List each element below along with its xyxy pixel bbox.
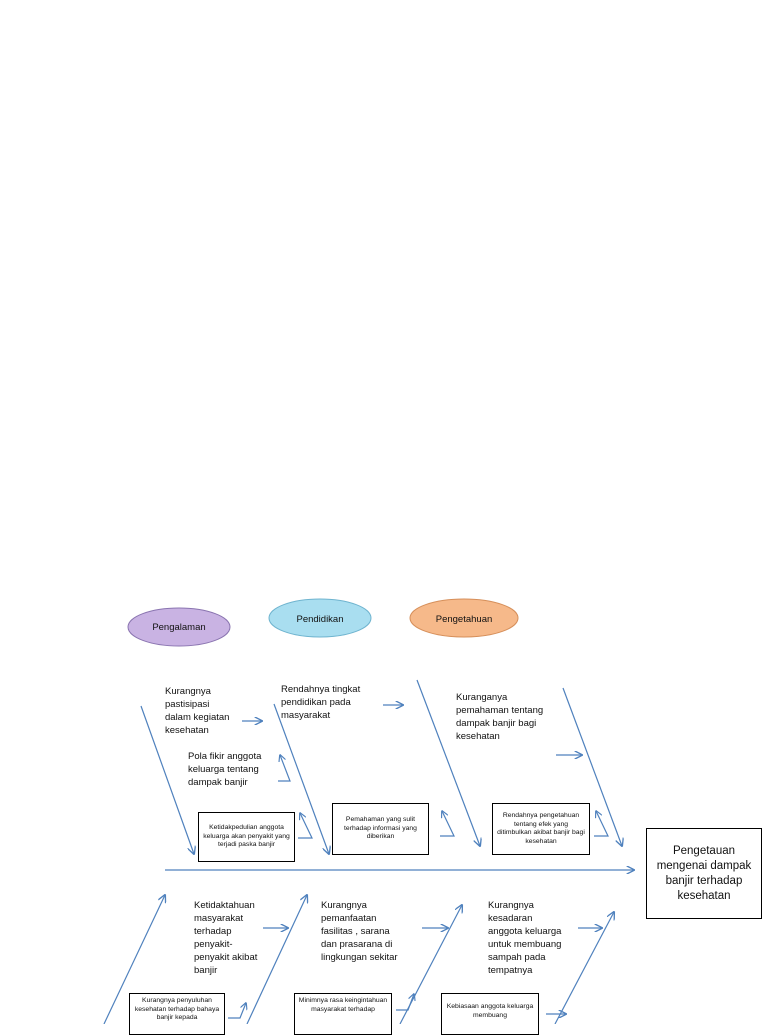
bone-bottom-1 xyxy=(103,895,165,1024)
cause-box-bottom-1: Kurangnya penyuluhan kesehatan terhadap … xyxy=(129,993,225,1035)
kink-arrow-6 xyxy=(396,994,414,1011)
bone-top-4 xyxy=(562,687,622,846)
category-oval-pengetahuan: Pengetahuan xyxy=(409,598,519,638)
cause-label-bottom-3: Kurangnya kesadaran anggota keluarga unt… xyxy=(488,900,562,976)
cause-label-top-1: Kurangnya pastisipasi dalam kegiatan kes… xyxy=(165,686,230,736)
kink-arrow-3 xyxy=(440,811,455,837)
category-label-pendidikan: Pendidikan xyxy=(296,614,343,625)
category-oval-pendidikan: Pendidikan xyxy=(268,598,372,638)
cause-box-top-2: Pemahaman yang sulit terhadap informasi … xyxy=(332,803,429,855)
kink-arrow-5 xyxy=(228,1003,246,1019)
cause-box-top-1: Ketidakpedulian anggota keluarga akan pe… xyxy=(198,812,295,862)
kink-arrow-1 xyxy=(278,755,291,782)
cause-box-bottom-3: Kebiasaan anggota keluarga membuang xyxy=(441,993,539,1035)
bone-bottom-2 xyxy=(246,895,307,1024)
category-oval-pengalaman: Pengalaman xyxy=(127,607,231,647)
cause-label-bottom-1: Ketidaktahuan masyarakat terhadap penyak… xyxy=(194,900,258,976)
cause-box-bottom-2: Minimnya rasa keingintahuan masyarakat t… xyxy=(294,993,392,1035)
cause-label-top-2: Pola fikir anggota keluarga tentang damp… xyxy=(188,751,262,788)
bone-top-1 xyxy=(140,705,194,854)
cause-label-top-3: Rendahnya tingkat pendidikan pada masyar… xyxy=(281,684,361,721)
cause-label-top-4: Kuranganya pemahaman tentang dampak banj… xyxy=(456,692,544,742)
cause-label-bottom-2: Kurangnya pemanfaatan fasilitas , sarana… xyxy=(321,900,398,963)
bone-top-3 xyxy=(416,679,480,846)
kink-arrow-2 xyxy=(298,813,313,839)
bone-bottom-4 xyxy=(554,912,614,1024)
kink-arrow-4 xyxy=(594,811,609,837)
category-label-pengalaman: Pengalaman xyxy=(152,622,205,633)
effect-box: Pengetauan mengenai dampak banjir terhad… xyxy=(646,828,762,919)
bone-top-2 xyxy=(273,703,329,854)
cause-box-top-3: Rendahnya pengetahuan tentang efek yang … xyxy=(492,803,590,855)
category-label-pengetahuan: Pengetahuan xyxy=(436,614,493,625)
